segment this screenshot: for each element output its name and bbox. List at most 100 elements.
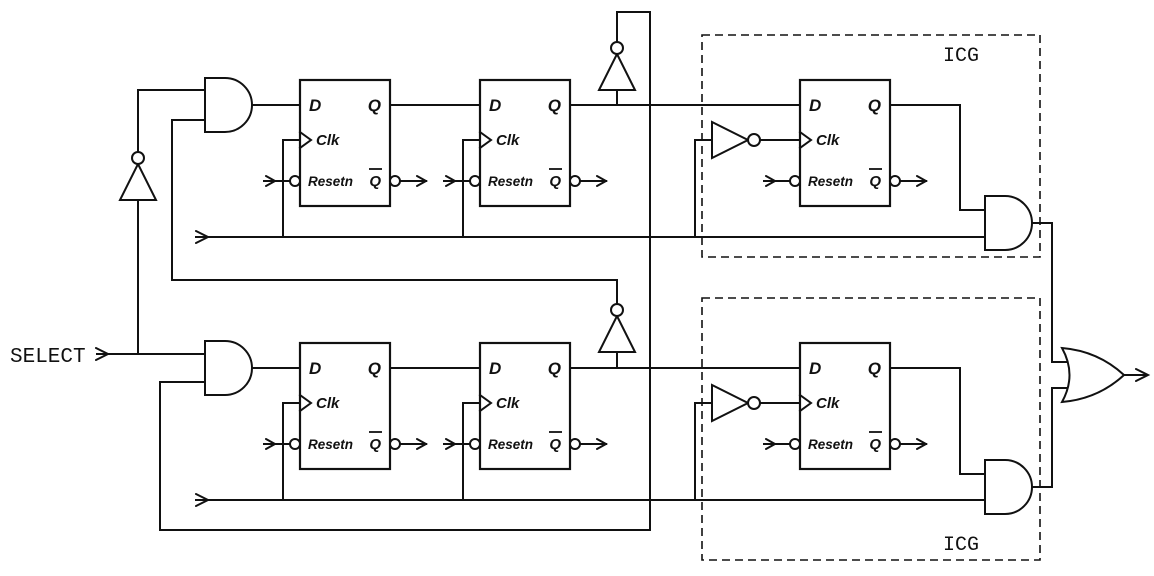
wires xyxy=(95,11,1151,531)
dff-body xyxy=(798,78,892,208)
dff-body xyxy=(298,78,392,208)
resetn-pin-label: Resetn xyxy=(488,437,533,452)
resetn-bubble xyxy=(289,438,301,450)
inverter-triangle xyxy=(711,120,751,160)
clk-edge-wedge xyxy=(478,130,493,150)
d-pin-label: D xyxy=(309,359,321,378)
resetn-bubble xyxy=(469,175,481,187)
clk-pin-label: Clk xyxy=(496,132,520,149)
inverter-bubble xyxy=(747,133,761,147)
icg-clock-inverter-bottom xyxy=(711,383,761,423)
io-arrows xyxy=(95,230,1151,507)
wire-clock-top xyxy=(195,139,986,238)
resetn-pin-label: Resetn xyxy=(308,437,353,452)
resetn-pin-label: Resetn xyxy=(808,174,853,189)
clk-pin-label: Clk xyxy=(496,395,520,412)
clk-edge-wedge xyxy=(478,393,493,413)
resetn-pin-label: Resetn xyxy=(488,174,533,189)
resetn-bubble xyxy=(789,175,801,187)
dff-top-1: D Q Clk Resetn Q xyxy=(289,78,401,208)
inverter-bubble xyxy=(610,41,624,55)
dff-body xyxy=(478,78,572,208)
gates xyxy=(118,41,1126,515)
qbar-pin-label: Q xyxy=(369,173,381,190)
q-pin-label: Q xyxy=(868,96,881,115)
d-pin-label: D xyxy=(309,96,321,115)
clk-edge-wedge xyxy=(798,130,813,150)
d-pin-label: D xyxy=(489,359,501,378)
pin-stub-arrows xyxy=(265,175,929,450)
qbar-bubble xyxy=(889,438,901,450)
icg-label-bottom: ICG xyxy=(943,534,979,557)
clk-edge-wedge xyxy=(298,130,313,150)
qbar-pin-label: Q xyxy=(549,173,561,190)
wire-clock-bottom xyxy=(195,402,986,501)
q-pin-label: Q xyxy=(368,96,381,115)
d-pin-label: D xyxy=(809,359,821,378)
icg-clock-inverter-top xyxy=(711,120,761,160)
icg-region-bottom: ICG xyxy=(701,297,1041,561)
wire-data-bottom xyxy=(251,367,1072,488)
resetn-pin-label: Resetn xyxy=(808,437,853,452)
inverter-bubble xyxy=(131,151,145,165)
wire-select-inverter-out xyxy=(137,89,206,153)
inverter-triangle xyxy=(711,383,751,423)
dff-top-2: D Q Clk Resetn Q xyxy=(469,78,581,208)
inverter-bubble xyxy=(747,396,761,410)
q-pin-label: Q xyxy=(548,96,561,115)
inverter-triangle xyxy=(597,313,637,353)
wire-select-input xyxy=(96,199,206,355)
or-gate-output xyxy=(1060,346,1126,404)
q-pin-label: Q xyxy=(868,359,881,378)
dff-bottom-2: D Q Clk Resetn Q xyxy=(469,341,581,471)
inverter-triangle xyxy=(597,51,637,91)
resetn-bubble xyxy=(289,175,301,187)
icg-box-top xyxy=(701,34,1041,258)
clk-pin-label: Clk xyxy=(316,132,340,149)
clk-pin-label: Clk xyxy=(816,132,840,149)
d-pin-label: D xyxy=(489,96,501,115)
select-inverter xyxy=(118,151,158,201)
and-gate-select-top xyxy=(204,77,253,133)
feedback-inverter-bottom xyxy=(597,303,637,353)
resetn-bubble xyxy=(469,438,481,450)
dff-body xyxy=(798,341,892,471)
wire-feedback-top-to-bottom xyxy=(159,11,651,531)
dff-icg-top: D Q Clk Resetn Q xyxy=(789,78,901,208)
qbar-bubble xyxy=(569,175,581,187)
clk-pin-label: Clk xyxy=(816,395,840,412)
clk-pin-label: Clk xyxy=(316,395,340,412)
q-pin-label: Q xyxy=(548,359,561,378)
dff-icg-bottom: D Q Clk Resetn Q xyxy=(789,341,901,471)
resetn-pin-label: Resetn xyxy=(308,174,353,189)
qbar-pin-label: Q xyxy=(869,436,881,453)
clk-edge-wedge xyxy=(298,393,313,413)
qbar-bubble xyxy=(569,438,581,450)
dff-bottom-1: D Q Clk Resetn Q xyxy=(289,341,401,471)
qbar-bubble xyxy=(389,438,401,450)
icg-and-gate-top xyxy=(984,195,1033,251)
inverter-triangle xyxy=(118,161,158,201)
qbar-bubble xyxy=(889,175,901,187)
icg-and-gate-bottom xyxy=(984,459,1033,515)
qbar-pin-label: Q xyxy=(869,173,881,190)
wire-data-top xyxy=(251,104,1072,363)
clk-edge-wedge xyxy=(798,393,813,413)
icg-region-top: ICG xyxy=(701,34,1041,258)
and-gate-select-bottom xyxy=(204,340,253,396)
qbar-pin-label: Q xyxy=(369,436,381,453)
feedback-inverter-top xyxy=(597,41,637,91)
qbar-bubble xyxy=(389,175,401,187)
dff-body xyxy=(478,341,572,471)
d-pin-label: D xyxy=(809,96,821,115)
wire-feedback-bottom-to-top xyxy=(171,119,618,369)
resetn-bubble xyxy=(789,438,801,450)
icg-label-top: ICG xyxy=(943,45,979,68)
qbar-pin-label: Q xyxy=(549,436,561,453)
inverter-bubble xyxy=(610,303,624,317)
select-label: SELECT xyxy=(10,346,86,369)
dff-body xyxy=(298,341,392,471)
q-pin-label: Q xyxy=(368,359,381,378)
